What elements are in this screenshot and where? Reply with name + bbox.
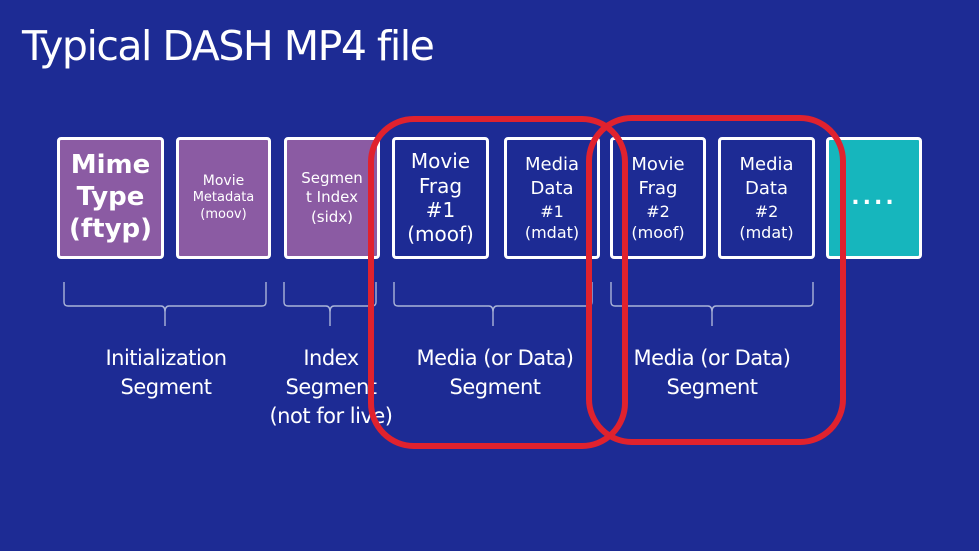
box-line: Movie	[410, 149, 471, 174]
label-line: Index	[303, 346, 359, 370]
label-line: Media (or Data)	[633, 346, 791, 370]
label-line: Initialization	[105, 346, 227, 370]
brace-initialization	[63, 282, 267, 326]
brace-media-2	[610, 282, 814, 326]
box-line: Movie	[631, 154, 685, 176]
box-line: (moof)	[407, 222, 474, 247]
box-line: #1	[425, 198, 456, 222]
box-line: #1	[540, 201, 564, 221]
box-line: #2	[754, 201, 779, 221]
brace-index	[283, 282, 377, 326]
label-line: Segment	[120, 374, 213, 399]
box-line: Data	[745, 177, 788, 199]
label-line: Segment	[666, 374, 759, 399]
brace-media-1	[393, 282, 593, 326]
box-line: Data	[530, 177, 574, 199]
moov-box: Movie Metadata (moov)	[176, 137, 271, 259]
label-line: Media (or Data)	[416, 346, 574, 370]
sidx-box: Segmen t Index (sidx)	[284, 137, 380, 259]
ftyp-box: Mime Type (ftyp)	[57, 137, 164, 259]
moof-2-box: Movie Frag #2 (moof)	[610, 137, 706, 259]
box-line: (moof)	[631, 222, 685, 242]
box-line: Frag	[638, 177, 678, 199]
mdat-2-box: Media Data #2 (mdat)	[718, 137, 815, 259]
label-line: (not for live)	[269, 403, 393, 428]
box-line: Mime	[70, 150, 151, 181]
ellipsis-text: ....	[851, 184, 897, 210]
slide-title: Typical DASH MP4 file	[22, 22, 435, 70]
box-line: Metadata	[192, 190, 255, 206]
label-line: Segment	[285, 374, 378, 399]
box-line: Segmen	[301, 168, 363, 187]
box-line: (mdat)	[739, 222, 794, 242]
box-line: #2	[646, 201, 670, 221]
media-segment-2-label: Media (or Data) Segment	[617, 344, 807, 402]
box-line: Type	[76, 182, 145, 213]
initialization-segment-label: Initialization Segment	[76, 344, 256, 402]
moof-1-box: Movie Frag #1 (moof)	[392, 137, 489, 259]
box-line: Movie	[202, 173, 245, 190]
box-line: (ftyp)	[68, 213, 153, 244]
box-line: Media	[524, 154, 580, 176]
box-line: (mdat)	[524, 222, 580, 242]
box-line: (moov)	[200, 207, 247, 223]
box-line: (sidx)	[310, 207, 354, 226]
box-line: Media	[739, 154, 794, 176]
index-segment-label: Index Segment (not for live)	[246, 344, 416, 431]
more-box: ....	[826, 137, 922, 259]
box-line: t Index	[306, 188, 358, 207]
mdat-1-box: Media Data #1 (mdat)	[504, 137, 600, 259]
box-line: Frag	[418, 173, 463, 198]
media-segment-1-label: Media (or Data) Segment	[400, 344, 590, 402]
label-line: Segment	[449, 374, 542, 399]
